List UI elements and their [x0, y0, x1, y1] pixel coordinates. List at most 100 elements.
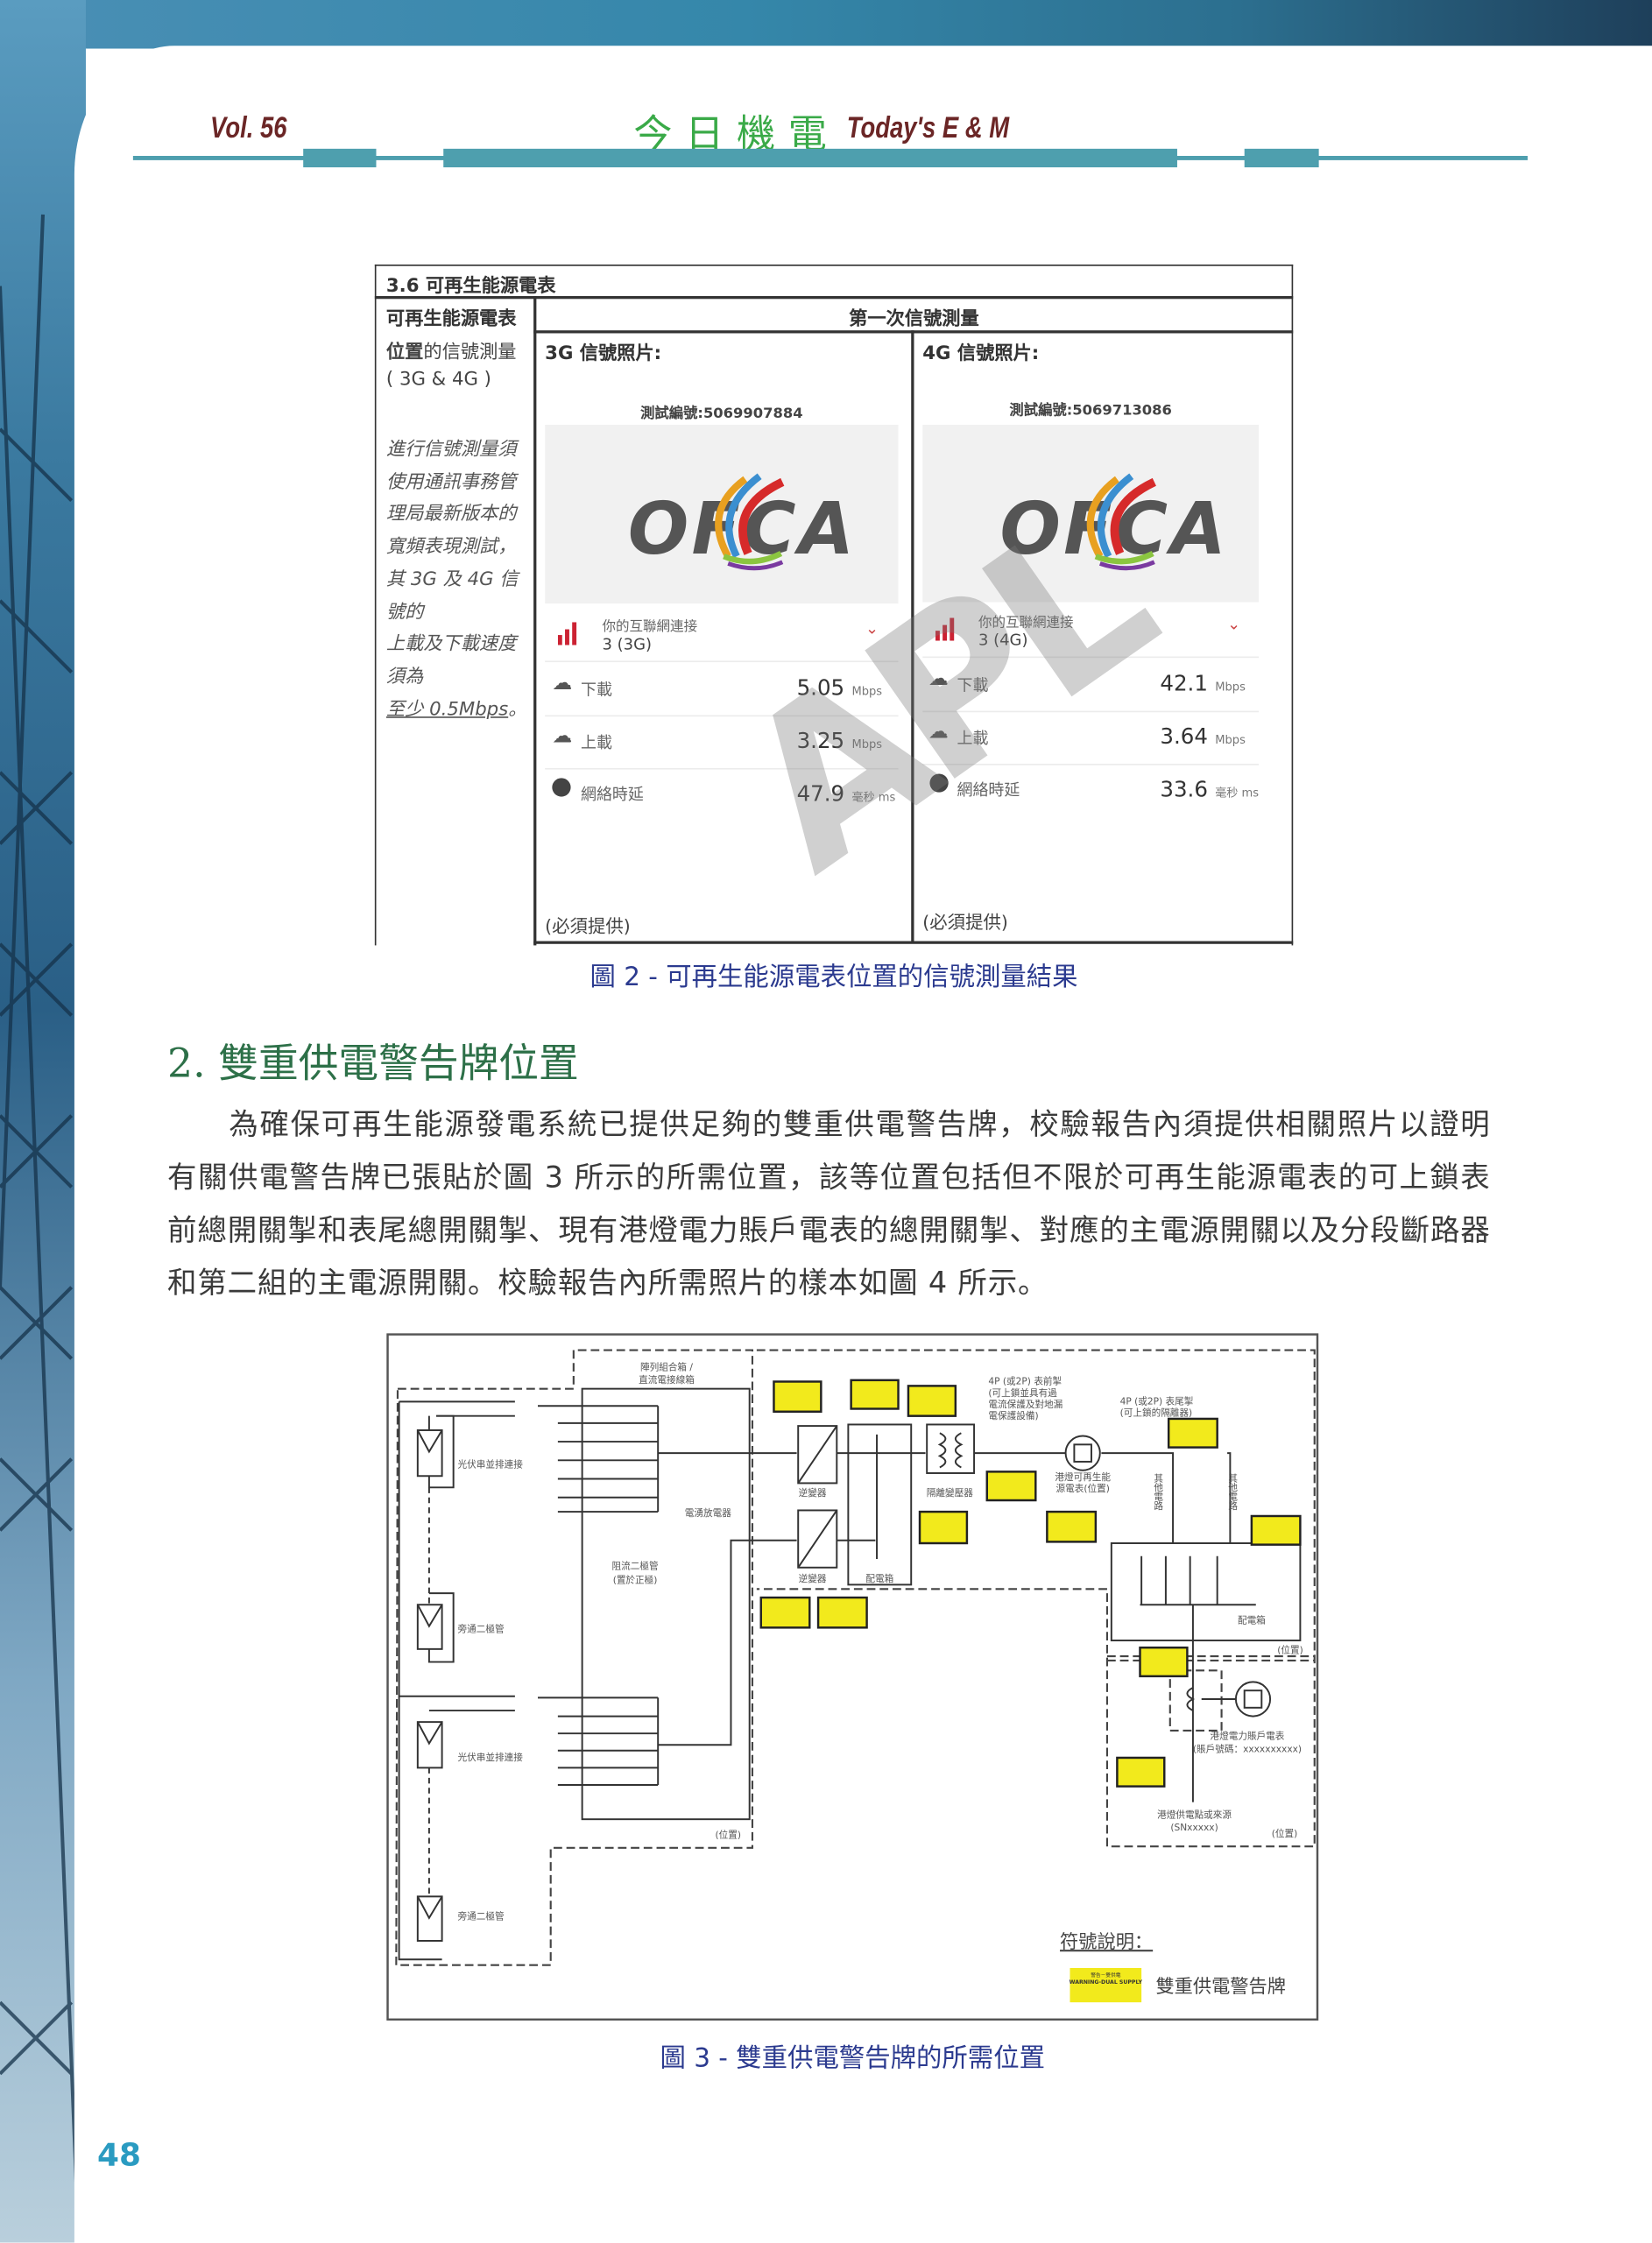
cloud-upload-icon: ☁	[552, 724, 573, 749]
note-line: 進行信號測量須	[385, 439, 517, 461]
note-line: 須為	[385, 666, 424, 688]
label-combiner-1: 陣列組合箱 /	[640, 1361, 693, 1372]
download-label: 下載	[580, 681, 612, 700]
label-location: (位置)	[1272, 1828, 1298, 1839]
latency-label: 網絡時延	[957, 780, 1020, 800]
upload-value: 3.25	[796, 728, 845, 754]
label-re-meter-1: 港燈可再生能	[1055, 1471, 1111, 1483]
label-location: (位置)	[1277, 1645, 1303, 1656]
ofca-logo-4g: OFCA	[922, 425, 1260, 603]
warning-sign	[907, 1385, 957, 1417]
label-blocking-diode-1: 阻流二極管	[612, 1560, 659, 1571]
note-line: 號的	[385, 602, 424, 624]
label-surge-arrester: 電湧放電器	[685, 1507, 731, 1519]
note-line-last: 至少 0.5Mbps。	[386, 694, 527, 721]
legend-sign-en: WARNING-DUAL SUPPLY	[1070, 1979, 1143, 1986]
label-dist-box: 配電箱	[1238, 1614, 1266, 1626]
row-divider	[922, 710, 1260, 713]
note-line: 使用通訊事務管	[385, 471, 517, 494]
connection-row-4g: 你的互聯網連接 3 (4G) ⌄	[922, 603, 1259, 655]
note-end: 。	[508, 699, 527, 722]
header-rule-block	[443, 148, 1177, 168]
label-other-circuit: 其他電路	[1153, 1473, 1164, 1511]
dashed-regions	[395, 1349, 1316, 1966]
group-header: 第一次信號測量	[849, 308, 979, 331]
warning-sign	[1116, 1756, 1166, 1788]
label-isolation-tx: 隔離變壓器	[927, 1487, 973, 1499]
label-pre-meter-1: 4P (或2P) 表前掣	[988, 1376, 1062, 1387]
upload-reading: 3.25 Mbps	[796, 727, 883, 754]
figure3-caption: 圖 3 - 雙重供電警告牌的所需位置	[660, 2043, 1046, 2074]
magazine-title-en: Today's E & M	[846, 111, 1010, 145]
col-4g-label: 4G 信號照片:	[922, 342, 1040, 365]
label-dist-box: 配電箱	[865, 1573, 893, 1584]
label-pre-meter-2: (可上鎖並具有過	[988, 1387, 1057, 1399]
download-value: 42.1	[1160, 670, 1208, 697]
legend-sign-cn: 警告－雙供電	[1091, 1971, 1121, 1978]
label-hec-meter-2: (賬戶號碼：xxxxxxxxxx)	[1193, 1743, 1302, 1754]
signal-measurement-table	[374, 265, 1294, 946]
label-bypass-diode: 旁通二極管	[458, 1623, 505, 1634]
warning-sign	[773, 1380, 822, 1413]
row-divider	[922, 764, 1260, 765]
warning-sign	[918, 1510, 969, 1545]
min-speed: 至少 0.5Mbps	[385, 699, 509, 722]
left-col-line2-bold: 位置	[385, 342, 424, 363]
label-re-meter-2: 源電表(位置)	[1056, 1483, 1110, 1494]
test-id-4g: 測試編號:5069713086	[1009, 403, 1172, 420]
page-number: 48	[97, 2138, 142, 2175]
upload-unit: Mbps	[851, 737, 883, 751]
left-col-line3: ( 3G & 4G )	[385, 369, 491, 391]
section-heading: 2. 雙重供電警告牌位置	[167, 1040, 579, 1088]
latency-reading: 33.6 毫秒 ms	[1160, 775, 1259, 802]
table-divider	[533, 941, 1294, 943]
required-note: (必須提供)	[922, 911, 1008, 933]
conn-label: 你的互聯網連接	[978, 615, 1074, 631]
upload-unit: Mbps	[1215, 733, 1246, 747]
label-other-circuit: 其他電路	[1227, 1473, 1239, 1511]
download-label: 下載	[957, 676, 989, 695]
cloud-download-icon: ☁	[552, 672, 573, 695]
signal-bars-icon	[935, 617, 955, 641]
header-rule-block	[303, 148, 377, 168]
label-pre-meter-3: 電流保護及對地漏	[988, 1399, 1063, 1410]
row-divider	[545, 715, 899, 717]
download-unit: Mbps	[1215, 681, 1246, 695]
download-unit: Mbps	[851, 685, 883, 698]
warning-sign	[1167, 1417, 1218, 1449]
transmission-tower-strip	[0, 0, 86, 2243]
cloud-upload-icon: ☁	[928, 721, 949, 744]
latency-unit: 毫秒 ms	[851, 791, 896, 804]
warning-sign	[1250, 1514, 1302, 1546]
row-divider	[545, 767, 899, 770]
upload-label: 上載	[957, 729, 989, 749]
warning-sign	[1139, 1646, 1189, 1678]
label-combiner-2: 直流電接線箱	[639, 1374, 695, 1386]
label-blocking-diode-2: (置於正極)	[613, 1575, 658, 1586]
conn-value: 3 (3G)	[602, 635, 653, 654]
required-note: (必須提供)	[545, 915, 631, 937]
figure2-caption: 圖 2 - 可再生能源電表位置的信號測量結果	[589, 963, 1078, 993]
latency-unit: 毫秒 ms	[1215, 786, 1260, 800]
latency-value: 33.6	[1160, 776, 1208, 803]
warning-sign	[759, 1596, 811, 1629]
table-divider	[911, 330, 914, 943]
label-post-meter-1: 4P (或2P) 表尾掣	[1120, 1396, 1194, 1407]
warning-sign	[985, 1471, 1037, 1502]
ofca-logo-3g: OFCA	[545, 425, 899, 604]
warning-sign	[816, 1596, 868, 1629]
row-divider	[545, 660, 899, 663]
ofca-logo-graphic: OFCA	[999, 473, 1226, 571]
chevron-down-icon[interactable]: ⌄	[865, 619, 879, 638]
cloud-download-icon: ☁	[928, 667, 949, 691]
chevron-down-icon[interactable]: ⌄	[1227, 615, 1241, 634]
col-3g-label: 3G 信號照片:	[545, 342, 662, 365]
legend-title: 符號說明：	[1060, 1931, 1153, 1953]
ofca-logo-graphic: OFCA	[628, 473, 854, 571]
label-hec-meter-1: 港燈電力賬戶電表	[1211, 1731, 1285, 1742]
table-divider	[374, 296, 1294, 299]
legend-label: 雙重供電警告牌	[1155, 1976, 1286, 1998]
latency-value: 47.9	[796, 780, 845, 808]
tower-lattice-graphic	[0, 214, 81, 2243]
download-reading: 42.1 Mbps	[1160, 669, 1246, 696]
